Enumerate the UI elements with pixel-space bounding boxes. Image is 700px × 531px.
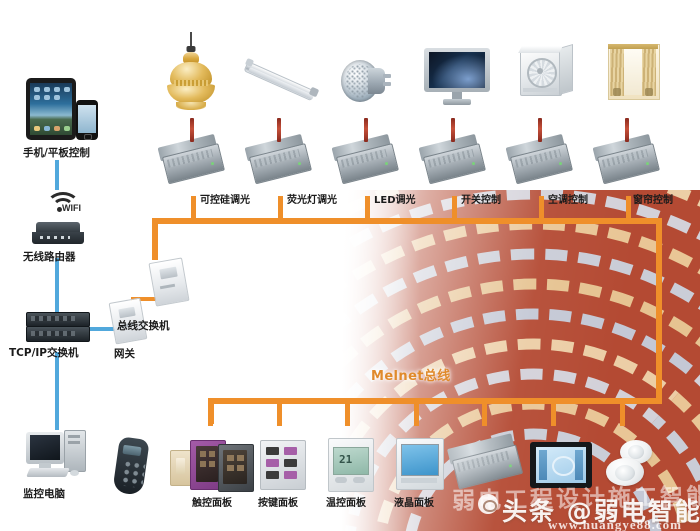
bus-drop-b7	[620, 400, 625, 426]
watermark-logo-icon	[478, 494, 498, 514]
bus-drop-2	[278, 196, 283, 220]
link-router-to-switch	[55, 258, 59, 320]
bus-trunk-top	[152, 218, 662, 224]
label-lcd-panel: 液晶面板	[394, 498, 434, 509]
bus-riser-right	[656, 218, 662, 404]
bus-link-gateway	[131, 297, 171, 301]
air-conditioner-icon	[518, 43, 574, 104]
label-thermostat-panel: 温控面板	[326, 498, 366, 509]
load-drop-5	[538, 118, 542, 142]
load-drop-2	[277, 118, 281, 142]
module-label-3: LED调光	[374, 195, 416, 206]
tablet-phone-icon	[26, 78, 98, 140]
television-icon	[424, 48, 490, 110]
chandelier-icon	[160, 32, 222, 114]
module-label-4: 开关控制	[461, 195, 501, 206]
keypad-panel-icon	[260, 440, 306, 490]
watermark-url: www.huangye88.com	[548, 517, 683, 531]
touch-panel-icon	[170, 440, 254, 492]
link-switch-to-pc	[55, 352, 59, 430]
bus-drop-b5	[482, 400, 487, 426]
label-tcpip-switch: TCP/IP交换机	[9, 347, 79, 359]
curtain-icon	[608, 44, 660, 102]
desktop-computer-icon	[24, 430, 90, 482]
bus-drop-b3	[345, 400, 350, 426]
link-tablet-to-router	[55, 160, 59, 190]
bus-drop-3	[365, 196, 370, 220]
module-label-6: 窗帘控制	[633, 195, 673, 206]
module-label-1: 可控硅调光	[200, 195, 250, 206]
bus-drop-b2	[277, 400, 282, 426]
led-spotlight-icon	[341, 56, 396, 112]
link-switch-to-gateway	[88, 327, 130, 331]
bus-drop-b4	[414, 400, 419, 426]
label-router: 无线路由器	[23, 251, 76, 263]
lcd-panel-icon	[396, 438, 444, 490]
module-label-5: 空调控制	[548, 195, 588, 206]
network-switch-icon	[26, 312, 90, 342]
bus-riser-left	[152, 218, 158, 260]
load-drop-4	[451, 118, 455, 142]
label-wifi: WIFI	[62, 203, 81, 213]
wifi-icon	[44, 190, 80, 214]
bus-label: Melnet总线	[371, 369, 451, 384]
label-keypad-panel: 按键面板	[258, 498, 298, 509]
label-mobile-control: 手机/平板控制	[23, 147, 90, 159]
load-drop-6	[625, 118, 629, 142]
bus-drop-4	[452, 196, 457, 220]
load-drop-3	[364, 118, 368, 142]
bus-drop-b1	[208, 400, 213, 426]
remote-control-icon	[112, 436, 150, 496]
load-drop-1	[190, 118, 194, 142]
bus-drop-5	[539, 196, 544, 220]
bus-drop-6	[626, 196, 631, 220]
router-icon	[32, 222, 84, 246]
bus-drop-1	[191, 196, 196, 220]
label-monitor-pc: 监控电脑	[23, 488, 65, 500]
label-touch-panel: 触控面板	[192, 498, 232, 509]
bus-drop-b6	[551, 400, 556, 426]
label-bus-switch: 总线交换机	[117, 320, 170, 332]
label-gateway: 网关	[114, 348, 135, 360]
fluorescent-tube-icon	[243, 55, 320, 110]
thermostat-panel-icon: 21	[328, 438, 374, 492]
bus-switch-module-icon	[148, 257, 190, 307]
module-label-2: 荧光灯调光	[287, 195, 337, 206]
